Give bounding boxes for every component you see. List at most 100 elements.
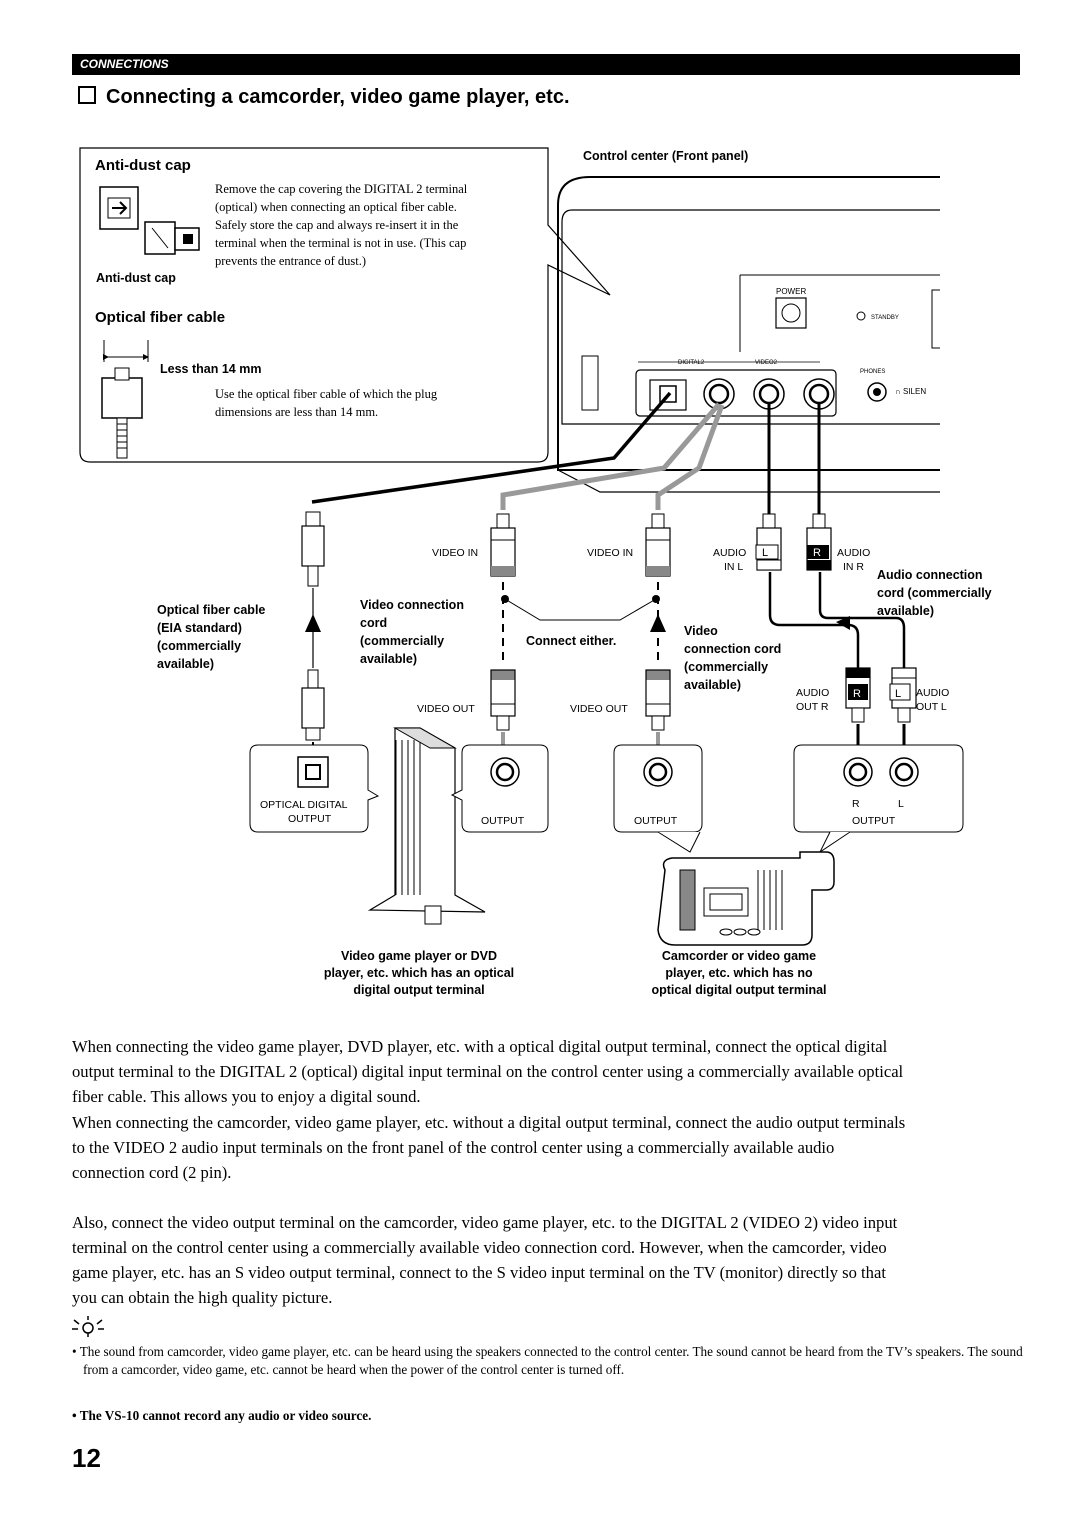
video-cord-label: cord xyxy=(360,616,387,630)
video-cord-b-label: available) xyxy=(684,678,741,692)
optical-text: dimensions are less than 14 mm. xyxy=(215,405,378,419)
audio-cord-label: cord (commercially xyxy=(877,586,992,600)
anti-dust-text: Remove the cap covering the DIGITAL 2 te… xyxy=(215,182,468,196)
video-output-panel-b: OUTPUT xyxy=(613,744,703,833)
video2-video-jack xyxy=(703,378,735,410)
video2-audio-l-jack xyxy=(753,378,785,410)
r-badge xyxy=(807,545,829,559)
optical-cable-label: (EIA standard) xyxy=(157,621,242,635)
anti-dust-label: Anti-dust cap xyxy=(96,271,176,285)
video2-label: VIDEO2 xyxy=(755,360,778,366)
video-in-label: VIDEO IN xyxy=(587,547,633,559)
paragraph-line: you can obtain the high quality picture. xyxy=(72,1288,333,1307)
output-label: OUTPUT xyxy=(634,815,678,827)
anti-dust-cap-icon xyxy=(99,186,200,255)
optical-cable-label: Optical fiber cable xyxy=(157,603,265,617)
audio-cord-label: available) xyxy=(877,604,934,618)
out-l-label: OUT L xyxy=(916,701,947,713)
audio-label: AUDIO xyxy=(916,687,949,699)
audio-plug-top-r xyxy=(806,513,832,571)
game-device-label: player, etc. which has an optical xyxy=(324,966,514,980)
paragraph-line: When connecting the video game player, D… xyxy=(72,1037,888,1056)
video-cord-b-label: connection cord xyxy=(684,642,781,656)
camcorder-device-label: Camcorder or video game xyxy=(662,949,816,963)
game-device-label: Video game player or DVD xyxy=(341,949,497,963)
optical-cable-label: available) xyxy=(157,657,214,671)
paragraph-line: When connecting the camcorder, video gam… xyxy=(72,1113,906,1132)
output-label: OUTPUT xyxy=(481,815,525,827)
anti-dust-text: (optical) when connecting an optical fib… xyxy=(215,200,457,214)
anti-dust-text: Safely store the cap and always re-inser… xyxy=(215,218,459,232)
power-label: POWER xyxy=(776,287,806,296)
paragraph-line: game player, etc. has an S video output … xyxy=(72,1263,886,1282)
page-title: Connecting a camcorder, video game playe… xyxy=(78,86,570,109)
optical-output-panel: OPTICAL DIGITAL OUTPUT xyxy=(249,744,380,833)
video-plug-bottom-b xyxy=(645,669,671,731)
out-r-label: OUT R xyxy=(796,701,829,713)
square-bullet-icon xyxy=(78,86,96,104)
note-text: The VS-10 cannot record any audio or vid… xyxy=(79,1408,372,1423)
paragraph-line: connection cord (2 pin). xyxy=(72,1163,232,1182)
page-title-text: Connecting a camcorder, video game playe… xyxy=(106,86,570,108)
video-output-panel-a: OUTPUT xyxy=(450,744,549,833)
in-r-label: IN R xyxy=(843,561,864,573)
audio-label: AUDIO xyxy=(837,547,870,559)
size-label: Less than 14 mm xyxy=(160,362,261,376)
video-cord-b-label: (commercially xyxy=(684,660,768,674)
video-plug-top-a xyxy=(490,513,516,577)
audio-label: AUDIO xyxy=(796,687,829,699)
optical-plug-top xyxy=(301,511,325,587)
page-number: 12 xyxy=(72,1443,101,1473)
anti-dust-text: terminal when the terminal is not in use… xyxy=(215,236,466,250)
l-badge-text: L xyxy=(895,688,901,700)
output-label: OUTPUT xyxy=(288,813,332,825)
video-in-label: VIDEO IN xyxy=(432,547,478,559)
paragraph-line: output terminal to the DIGITAL 2 (optica… xyxy=(72,1062,904,1081)
lightbulb-hint-icon xyxy=(72,1316,104,1337)
game-device-label: digital output terminal xyxy=(353,983,484,997)
paragraph-3: Also, connect the video output terminal … xyxy=(72,1210,1020,1310)
camcorder-device-label: player, etc. which has no xyxy=(665,966,813,980)
optical-plug-icon xyxy=(101,340,149,459)
audio-plug-bottom-l xyxy=(891,667,917,723)
video-plug-top-b xyxy=(645,513,671,577)
r-badge-text: R xyxy=(813,547,821,559)
paragraph-2: When connecting the camcorder, video gam… xyxy=(72,1110,1020,1185)
video2-audio-r-jack xyxy=(803,378,835,410)
anti-dust-callout: Anti-dust cap Remove the cap covering th… xyxy=(79,147,611,463)
optical-cable-line xyxy=(311,391,672,504)
audio-cord-label: Audio connection xyxy=(877,568,983,582)
standby-label: STANDBY xyxy=(871,315,899,321)
note-item: • The VS-10 cannot record any audio or v… xyxy=(72,1408,372,1423)
l-label: L xyxy=(898,798,904,810)
paragraph-line: Also, connect the video output terminal … xyxy=(72,1213,898,1232)
note-item: • The sound from camcorder, video game p… xyxy=(72,1344,1023,1377)
audio-plug-top-l xyxy=(756,513,782,571)
power-button xyxy=(775,297,807,329)
video-plug-bottom-a xyxy=(490,669,516,731)
video-cord-label: available) xyxy=(360,652,417,666)
in-l-label: IN L xyxy=(724,561,743,573)
control-center-panel: Control center (Front panel) POWER STAND… xyxy=(557,149,940,493)
game-console-icon xyxy=(367,727,486,925)
optical-digital-label: OPTICAL DIGITAL xyxy=(260,799,348,811)
video-out-label: VIDEO OUT xyxy=(417,703,475,715)
l-badge-text: L xyxy=(762,547,768,559)
camcorder-device-label: optical digital output terminal xyxy=(652,983,827,997)
digital2-label: DIGITAL2 xyxy=(678,360,705,366)
audio-plug-bottom-r xyxy=(845,667,871,723)
video-out-label: VIDEO OUT xyxy=(570,703,628,715)
anti-dust-text: prevents the entrance of dust.) xyxy=(215,254,366,268)
video-cable-line-b xyxy=(655,404,725,510)
connect-either-label: Connect either. xyxy=(526,634,616,648)
r-label: R xyxy=(852,798,860,810)
optical-text: Use the optical fiber cable of which the… xyxy=(215,387,438,401)
paragraph-1: When connecting the video game player, D… xyxy=(72,1034,1020,1109)
audio-label: AUDIO xyxy=(713,547,746,559)
paragraph-line: terminal on the control center using a c… xyxy=(72,1238,887,1257)
optical-plug-bottom xyxy=(301,669,325,741)
silent-label: ∩ SILEN xyxy=(895,387,926,396)
control-center-label: Control center (Front panel) xyxy=(583,149,748,163)
note-text: The sound from camcorder, video game pla… xyxy=(79,1344,1023,1377)
phones-label: PHONES xyxy=(860,369,885,375)
